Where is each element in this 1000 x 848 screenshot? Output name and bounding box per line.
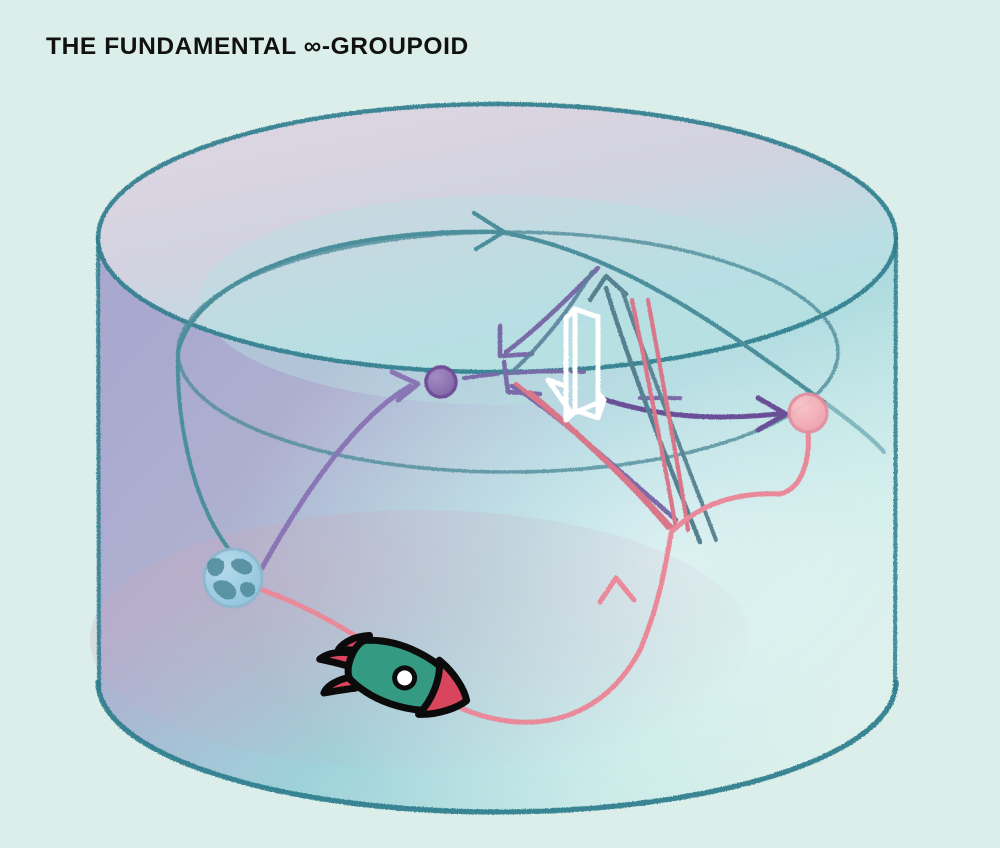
arrowhead-purple-to-basepoint [389,369,421,403]
nodes-layer [202,365,829,609]
path-purple-basepoint-to-target [597,395,789,433]
path-purple-dashed-link [462,369,586,380]
page-title: THE FUNDAMENTAL ∞-GROUPOID [46,33,469,60]
basepoint-dot [424,365,458,399]
path-purple-earth-to-basepoint [259,369,421,571]
path-pink-homotopy-bundle [513,297,691,533]
two-cell-arrow-head-fold [563,411,575,423]
two-cell-arrow-head-edge [595,397,607,421]
morphism-layer [175,210,887,725]
path-slate-left-leg [510,270,594,374]
white-double-arrow [545,306,607,423]
arrowhead-purple-to-target [755,395,789,433]
target-point-dot [787,392,829,434]
path-teal-to-earth [175,350,230,550]
point-pink[interactable] [787,392,829,434]
rocket-porthole [392,665,418,691]
cylinder-shape [90,104,896,812]
cylinder-outlines [95,101,899,815]
right-wall-outline [893,236,898,692]
earth-continents [207,558,256,600]
left-wall-outline [96,236,101,692]
cylinder-inner-shadow [90,510,750,770]
path-teal-descending [497,229,887,455]
point-purple[interactable] [424,365,458,399]
arrowhead-homotopy-upper [497,323,535,359]
rocket-nose-cone [415,656,471,718]
rocket-ship[interactable] [309,620,477,742]
bottom-rim-outline [95,679,899,815]
arrowhead-slate-up [587,273,629,303]
point-earth[interactable] [202,547,264,609]
path-purple-dashed-link-right [638,396,728,402]
arrowhead-pink-up [597,575,637,605]
